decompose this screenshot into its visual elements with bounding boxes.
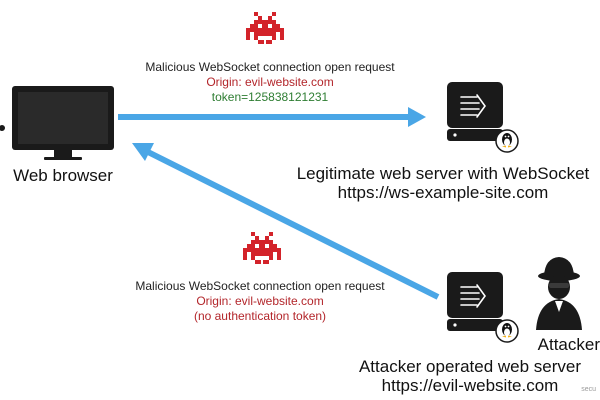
server-icon bbox=[446, 271, 504, 332]
top-request-origin: Origin: evil-website.com bbox=[206, 75, 334, 89]
attacker-server-url: https://evil-website.com bbox=[381, 376, 559, 395]
server-icon bbox=[446, 81, 504, 142]
hacker-icon bbox=[536, 257, 582, 330]
attacker-server-name: Attacker operated web server bbox=[358, 357, 582, 376]
space-invader-icon bbox=[246, 12, 284, 44]
legit-server-url: https://ws-example-site.com bbox=[337, 183, 549, 202]
bottom-request-origin: Origin: evil-website.com bbox=[196, 294, 324, 308]
arrow-to-legit-server bbox=[118, 107, 426, 127]
top-request-title: Malicious WebSocket connection open requ… bbox=[145, 60, 395, 74]
legit-server-name: Legitimate web server with WebSocket bbox=[296, 164, 590, 183]
bottom-request-title: Malicious WebSocket connection open requ… bbox=[135, 279, 385, 293]
top-request-token: token=125838121231 bbox=[211, 90, 329, 104]
linux-icon bbox=[495, 319, 519, 343]
bottom-request-note: (no authentication token) bbox=[193, 309, 327, 323]
space-invader-icon bbox=[243, 232, 281, 264]
watermark: secu bbox=[581, 386, 596, 393]
arrow-to-browser bbox=[132, 143, 440, 300]
linux-icon bbox=[495, 129, 519, 153]
monitor-icon bbox=[0, 86, 114, 160]
browser-label: Web browser bbox=[13, 166, 113, 185]
attacker-label: Attacker bbox=[537, 335, 600, 354]
